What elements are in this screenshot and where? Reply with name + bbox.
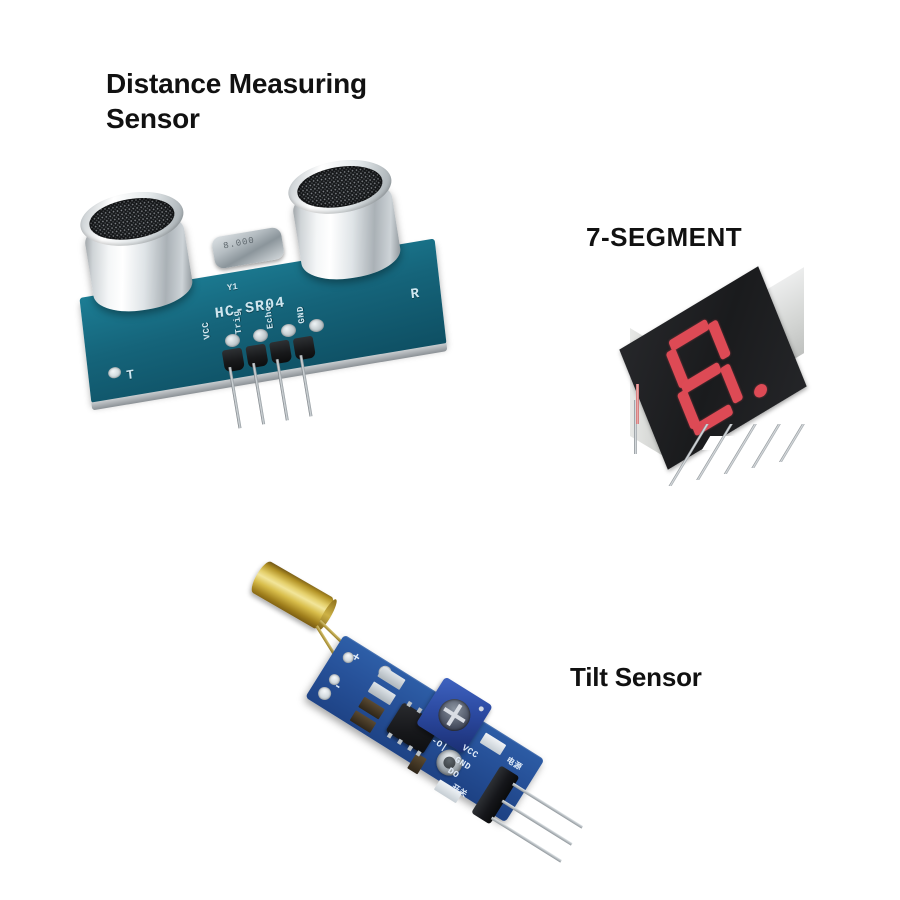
display-left-pins — [634, 384, 664, 460]
pin-label-vcc: VCC — [200, 320, 213, 341]
seven-segment-display-image — [612, 266, 832, 503]
pin-label-gnd: GND — [295, 305, 308, 325]
mounting-hole — [107, 366, 122, 380]
pin-label-trig: Trig — [231, 309, 245, 335]
transmitter-marking: T — [125, 367, 136, 384]
seven-segment-label: 7-SEGMENT — [586, 222, 743, 252]
distance-sensor-label: Distance Measuring Sensor — [106, 68, 367, 134]
segment-c — [719, 362, 744, 405]
ultrasonic-distance-sensor-image: HC-SR04 Y1 T R VCC Trig Echo GND 8.000 — [75, 153, 455, 429]
segment-a — [668, 318, 711, 352]
hcsr04-part-number-silkscreen: HC-SR04 — [214, 294, 287, 323]
pin-label-echo: Echo — [263, 304, 276, 330]
crystal-marking: 8.000 — [222, 235, 256, 252]
segment-e — [676, 388, 701, 431]
quartz-crystal: 8.000 — [210, 226, 286, 270]
tilt-sensor-label: Tilt Sensor — [570, 662, 702, 692]
seven-segment-digit — [655, 311, 769, 439]
ultrasonic-transmitter-transducer — [76, 184, 201, 318]
tilt-switch-cylinder — [247, 558, 337, 632]
segment-decimal-point — [752, 381, 769, 401]
tilt-sensor-module-image: + - VCC GND DO 电源 开关 -O| — [195, 558, 675, 863]
potentiometer-screw-icon[interactable] — [432, 693, 477, 738]
crystal-ref-silkscreen: Y1 — [226, 281, 239, 294]
ultrasonic-receiver-transducer — [284, 152, 409, 286]
segment-b — [707, 319, 732, 361]
receiver-marking: R — [409, 285, 421, 304]
potentiometer-marker — [477, 705, 485, 713]
